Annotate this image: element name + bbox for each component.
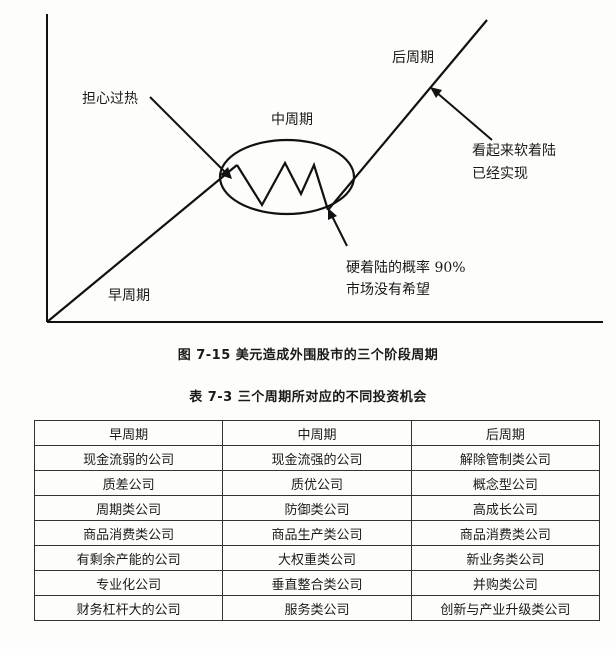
header-cell: 早周期 [33,420,224,446]
table-cell: 财务杠杆大的公司 [33,595,224,621]
investment-table: 早周期 中周期 后周期 现金流弱的公司 现金流强的公司 解除管制类公司 质差公司… [33,420,601,621]
header-cell: 后周期 [410,420,601,446]
label-hard-landing-2: 市场没有希望 [346,281,430,298]
table-row: 有剩余产能的公司 大权重类公司 新业务类公司 [33,545,601,571]
soft-landing-arrow [435,91,493,141]
table-cell: 商品生产类公司 [222,520,412,546]
label-soft-landing-1: 看起来软着陆 [472,143,556,159]
table-row: 质差公司 质优公司 概念型公司 [33,470,601,496]
table-cell: 现金流强的公司 [222,445,412,471]
table-row: 现金流弱的公司 现金流强的公司 解除管制类公司 [33,445,601,471]
label-soft-landing-2: 已经实现 [472,166,528,182]
label-early-cycle: 早周期 [108,288,150,304]
table-cell: 专业化公司 [33,570,224,596]
table-cell: 解除管制类公司 [410,445,601,471]
table-cell: 垂直整合类公司 [222,570,412,596]
table-cell: 创新与产业升级类公司 [410,595,601,621]
hard-landing-arrowhead [328,208,337,220]
table-cell: 防御类公司 [222,495,412,521]
table-cell: 大权重类公司 [222,545,412,571]
table-row: 专业化公司 垂直整合类公司 并购类公司 [33,570,601,596]
mid-cycle-ellipse [218,138,356,216]
soft-landing-arrowhead [430,87,442,98]
table-cell: 商品消费类公司 [410,520,601,546]
table-cell: 新业务类公司 [410,545,601,571]
cycle-diagram: 担心过热 中周期 后周期 早周期 看起来软着陆 已经实现 硬着陆的概率 90% … [46,14,603,323]
table-row: 商品消费类公司 商品生产类公司 商品消费类公司 [33,520,601,546]
table-cell: 质差公司 [33,470,224,496]
table-header-row: 早周期 中周期 后周期 [33,420,601,446]
figure-caption: 图 7-15 美元造成外围股市的三个阶段周期 [177,348,439,363]
table-row: 周期类公司 防御类公司 高成长公司 [33,495,601,521]
table-cell: 现金流弱的公司 [33,445,224,471]
table-cell: 高成长公司 [410,495,601,521]
overheat-arrow [149,96,229,176]
table-cell: 商品消费类公司 [33,520,224,546]
table-cell: 有剩余产能的公司 [33,545,224,571]
label-overheat: 担心过热 [82,91,138,107]
header-cell: 中周期 [222,420,412,446]
label-hard-landing-1: 硬着陆的概率 90% [346,259,466,276]
label-late-cycle: 后周期 [392,50,434,66]
label-mid-cycle: 中周期 [271,112,313,128]
early-cycle-line [46,164,238,323]
table-row: 财务杠杆大的公司 服务类公司 创新与产业升级类公司 [33,595,601,621]
mid-cycle-zigzag [236,160,330,211]
overheat-arrowhead [220,167,232,179]
hard-landing-arrow [330,213,348,247]
table-cell: 概念型公司 [410,470,601,496]
table-cell: 并购类公司 [410,570,601,596]
table-cell: 质优公司 [222,470,412,496]
table-cell: 服务类公司 [222,595,412,621]
table-cell: 周期类公司 [33,495,224,521]
table-caption: 表 7-3 三个周期所对应的不同投资机会 [189,390,427,405]
